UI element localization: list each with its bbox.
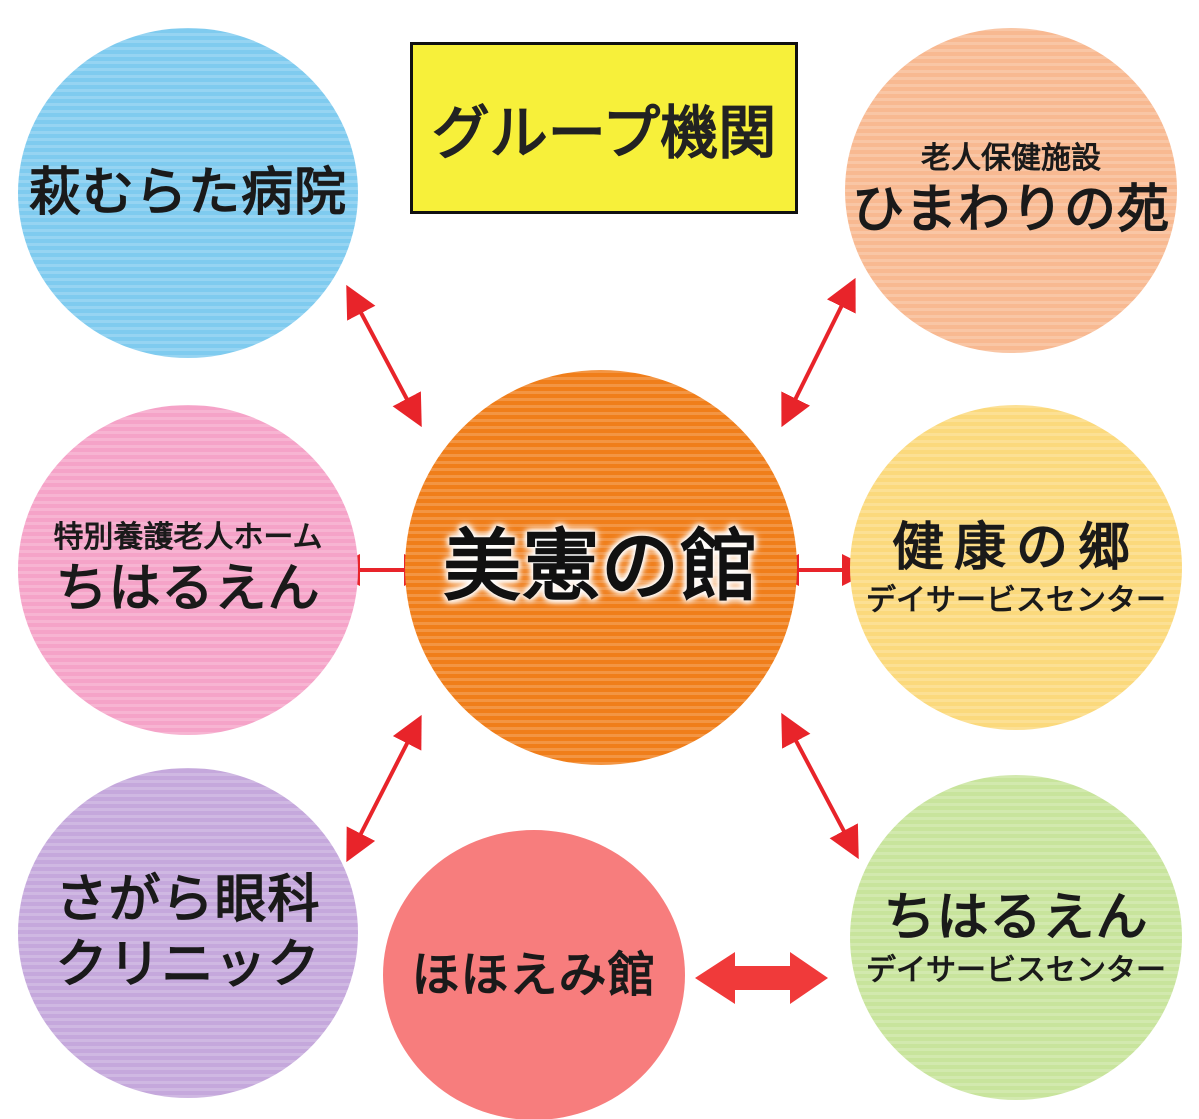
node-name: ひまわりの苑 bbox=[851, 179, 1170, 240]
arrow-sagara bbox=[346, 714, 422, 863]
center-node: 美憲の館 bbox=[405, 370, 797, 765]
node-name: 萩むらた病院 bbox=[28, 162, 347, 223]
arrow-himawari bbox=[781, 277, 856, 428]
arrow-hagi bbox=[346, 284, 422, 428]
node-sagara-eye-clinic: さがら眼科 クリニック bbox=[18, 768, 358, 1098]
node-subtitle: 老人保健施設 bbox=[921, 140, 1101, 176]
node-name: ちはるえん bbox=[883, 887, 1149, 948]
node-chiharuen-nursing-home: 特別養護老人ホーム ちはるえん bbox=[18, 405, 358, 735]
node-hohoemi-kan: ほほえみ館 bbox=[383, 830, 685, 1119]
center-name: 美憲の館 bbox=[442, 521, 759, 612]
node-subtitle: 特別養護老人ホーム bbox=[53, 520, 323, 555]
node-kenkou-no-sato: 健康の郷 デイサービスセンター bbox=[850, 405, 1182, 730]
node-subtitle: デイサービスセンター bbox=[866, 952, 1166, 988]
arrow-chiharuen-day bbox=[781, 712, 859, 860]
node-chiharuen-day-service: ちはるえん デイサービスセンター bbox=[850, 775, 1182, 1100]
node-hagi-murata-hospital: 萩むらた病院 bbox=[18, 28, 358, 358]
title-box: グループ機関 bbox=[410, 42, 798, 214]
node-himawari-no-en: 老人保健施設 ひまわりの苑 bbox=[845, 28, 1177, 353]
node-name: ちはるえん bbox=[55, 559, 321, 619]
arrow-hohoemi bbox=[695, 952, 828, 1004]
node-name-line2: クリニック bbox=[55, 935, 321, 995]
node-name: 健康の郷 bbox=[891, 517, 1140, 578]
node-subtitle: デイサービスセンター bbox=[866, 582, 1166, 618]
node-name-line1: さがら眼科 bbox=[55, 870, 321, 930]
node-name: ほほえみ館 bbox=[411, 947, 657, 1003]
